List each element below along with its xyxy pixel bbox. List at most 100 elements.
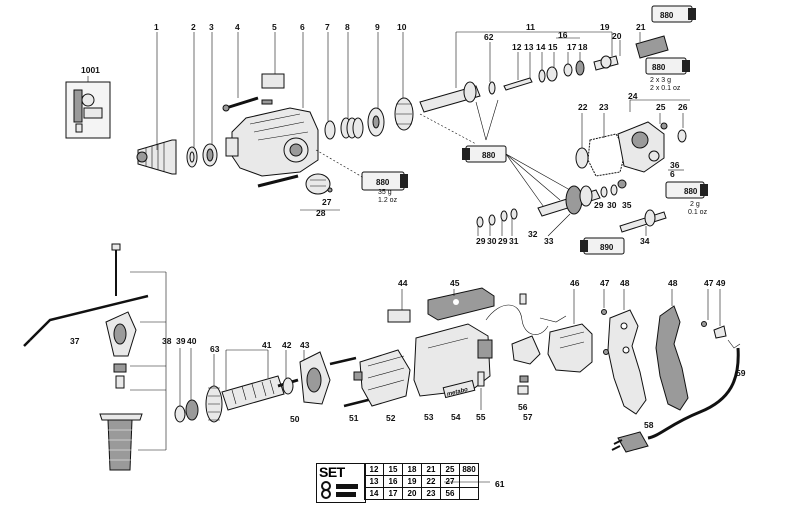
qty-mid-g: 35 g (378, 189, 392, 196)
part-33-intermediate-shaft (537, 185, 601, 217)
set-row: 12 15 18 21 25 880 (364, 463, 479, 476)
part-5-label-plate (261, 73, 285, 89)
grease-tube-880-mid: 880 (462, 145, 507, 163)
part-39-bearing (174, 405, 186, 423)
svg-text:890: 890 (600, 243, 614, 252)
label-42: 42 (282, 340, 292, 350)
label-18: 18 (578, 42, 588, 52)
label-8: 8 (345, 22, 350, 32)
label-41: 41 (262, 340, 272, 350)
part-40-bearing (185, 399, 199, 421)
label-58: 58 (644, 420, 654, 430)
qty-right-oz: 0.1 oz (688, 209, 708, 216)
label-20: 20 (612, 31, 622, 41)
part-54-brand-plate: metabo (442, 379, 476, 399)
part-49-cord-clamp (701, 321, 741, 349)
set-cell: 56 (440, 487, 460, 500)
part-35-ring (617, 179, 627, 189)
part-side-handle-grip (99, 363, 143, 471)
part-3-bearing (202, 143, 218, 167)
part-29-washer (476, 216, 484, 228)
set-cell: 12 (364, 463, 384, 476)
set-cell (459, 475, 479, 488)
label-62: 62 (484, 32, 494, 42)
label-25: 25 (656, 102, 666, 112)
part-56-57-brush-holder (511, 293, 541, 395)
label-45: 45 (450, 278, 460, 288)
svg-text:880: 880 (652, 63, 666, 72)
set-icon (321, 481, 358, 499)
label-11: 11 (526, 22, 535, 32)
label-16: 16 (558, 30, 568, 40)
part-15-ring (546, 66, 558, 82)
set-cell: 27 (440, 475, 460, 488)
label-54: 54 (451, 412, 461, 422)
label-63: 63 (210, 344, 220, 354)
label-44: 44 (398, 278, 408, 288)
part-4-screw (222, 96, 259, 112)
label-30a: 30 (487, 236, 497, 246)
label-29b: 29 (498, 236, 508, 246)
label-46: 46 (570, 278, 580, 288)
part-59-power-cable (647, 347, 740, 440)
part-1001-inset (65, 76, 111, 139)
qty-top-oz: 2 x 0.1 oz (650, 85, 681, 92)
label-47b: 47 (704, 278, 714, 288)
label-22: 22 (578, 102, 588, 112)
label-56: 56 (518, 402, 528, 412)
label-6: 6 (300, 22, 305, 32)
part-55-clip (477, 371, 485, 387)
grease-tube-880-35g: 880 (361, 171, 408, 191)
part-62-washer (488, 81, 496, 95)
part-38-side-handle-clamp (105, 311, 137, 357)
part-19-20-sleeve (593, 55, 619, 71)
label-35: 35 (622, 200, 632, 210)
part-46-switch (539, 315, 593, 373)
label-49: 49 (716, 278, 726, 288)
label-5: 5 (272, 22, 277, 32)
label-40: 40 (187, 336, 197, 346)
part-18-oring (575, 60, 585, 76)
label-39: 39 (176, 336, 186, 346)
label-34: 34 (640, 236, 650, 246)
label-59: 59 (736, 368, 746, 378)
label-48a: 48 (620, 278, 630, 288)
part-7-ring (324, 120, 336, 140)
grease-tube-880-right: 880 (665, 181, 708, 199)
label-37: 37 (70, 336, 80, 346)
part-37-depth-stop-rod (23, 243, 149, 347)
label-43: 43 (300, 340, 310, 350)
part-34-shaft (619, 209, 667, 233)
leader-lines-top (156, 31, 690, 150)
label-24: 24 (628, 91, 638, 101)
label-13: 13 (524, 42, 534, 52)
brand-logo: metabo (446, 387, 468, 398)
part-6-gear-housing (225, 107, 319, 177)
label-15: 15 (548, 42, 558, 52)
label-29c: 29 (594, 200, 604, 210)
set-cell: 25 (440, 463, 460, 476)
set-parts-table: 12 15 18 21 25 880 13 16 19 22 27 14 17 … (364, 463, 479, 500)
label-23: 23 (599, 102, 609, 112)
wiring-loop (485, 304, 549, 335)
label-9: 9 (375, 22, 380, 32)
qty-right-g: 2 g (690, 201, 700, 208)
label-1001: 1001 (81, 65, 100, 75)
part-screw-long (257, 174, 299, 188)
part-44-label (387, 309, 411, 323)
label-7: 7 (325, 22, 330, 32)
part-29c-washer (600, 186, 608, 198)
label-57: 57 (523, 412, 533, 422)
label-47a: 47 (600, 278, 610, 288)
set-cell: 20 (402, 487, 422, 500)
grease-tube-890: 890 (580, 237, 625, 255)
svg-text:880: 880 (376, 178, 390, 187)
label-36: 36 (670, 160, 680, 170)
label-53: 53 (424, 412, 434, 422)
label-12: 12 (512, 42, 522, 52)
part-14-washer (538, 69, 546, 83)
part-30b-washer (610, 184, 618, 196)
set-cell: 13 (364, 475, 384, 488)
part-30-washer (488, 214, 496, 226)
